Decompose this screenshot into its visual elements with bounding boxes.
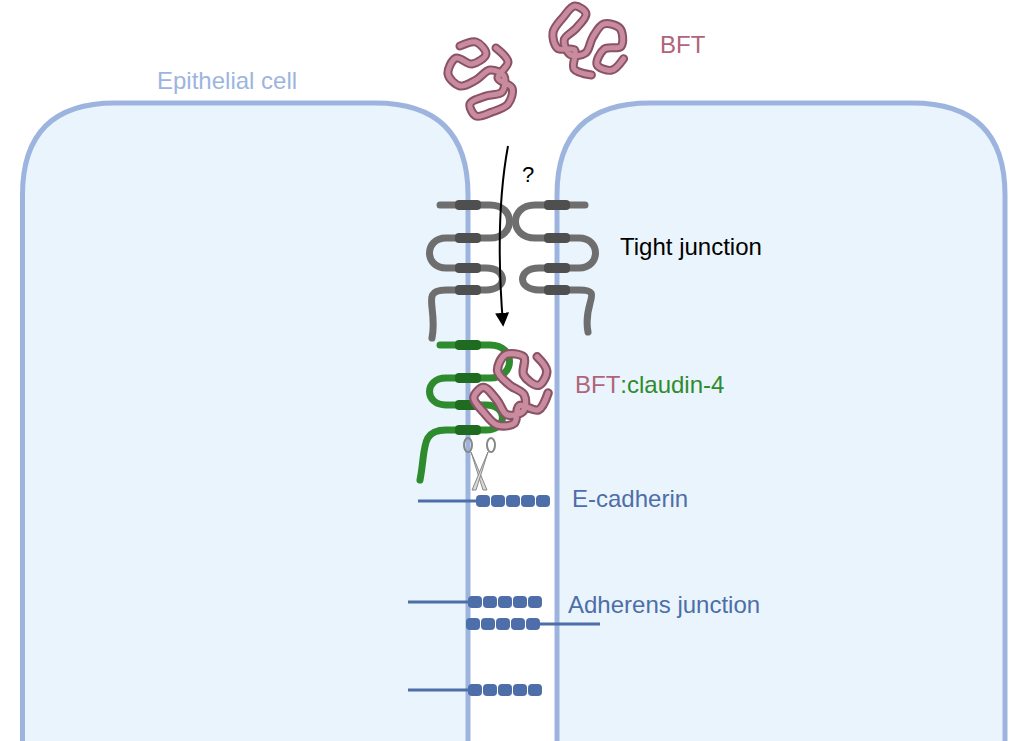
toxin-outline bbox=[448, 42, 513, 117]
transmembrane-segment bbox=[455, 263, 481, 273]
protein-chain bbox=[430, 205, 510, 338]
scissor-blade bbox=[471, 452, 487, 490]
transmembrane-segment bbox=[544, 285, 570, 295]
bft-toxin bbox=[543, 0, 636, 89]
toxin-outline bbox=[463, 343, 560, 434]
bft-toxin bbox=[448, 42, 513, 117]
protein-chain bbox=[516, 205, 596, 332]
transmembrane-segment bbox=[455, 233, 481, 243]
cadherin-domain bbox=[483, 684, 497, 696]
cadherin-domain bbox=[491, 495, 505, 507]
cadherin-tail bbox=[418, 500, 476, 503]
cadherin-domain bbox=[483, 596, 497, 608]
cadherin-domain bbox=[536, 495, 550, 507]
transmembrane-segment bbox=[455, 340, 481, 350]
tight-junction-protein bbox=[430, 200, 510, 338]
e-cadherin-protein bbox=[466, 618, 600, 630]
cadherin-domain bbox=[506, 495, 520, 507]
cadherin-domain bbox=[513, 684, 527, 696]
question-mark: ? bbox=[522, 164, 534, 186]
tight-junction-protein bbox=[516, 200, 596, 332]
transmembrane-segment bbox=[455, 425, 481, 435]
scissor-handle bbox=[487, 438, 495, 452]
epithelial-cell-outline bbox=[557, 103, 1005, 741]
toxin-fill bbox=[448, 42, 513, 117]
toxin-outline bbox=[543, 0, 636, 89]
cadherin-domain bbox=[496, 618, 510, 630]
e-cadherin-protein bbox=[408, 596, 542, 608]
scissor-handle bbox=[464, 438, 472, 452]
cadherin-domain bbox=[513, 596, 527, 608]
cell-label: Epithelial cell bbox=[157, 69, 297, 93]
cadherin-domain bbox=[528, 684, 542, 696]
cadherin-tail bbox=[540, 623, 600, 626]
complex-toxin-label: BFT bbox=[575, 373, 620, 397]
transmembrane-segment bbox=[544, 263, 570, 273]
transmembrane-segment bbox=[544, 233, 570, 243]
e-cadherin-protein bbox=[408, 684, 542, 696]
cadherin-domain bbox=[521, 495, 535, 507]
e-cadherin-label: E-cadherin bbox=[572, 487, 688, 511]
cadherin-domain bbox=[528, 596, 542, 608]
entry-arrow bbox=[500, 146, 508, 324]
transmembrane-segment bbox=[455, 200, 481, 210]
toxin-label: BFT bbox=[660, 33, 705, 57]
cell-node: Epithelial cell bbox=[20, 100, 472, 741]
cell-shape bbox=[20, 100, 472, 741]
toxin-fill bbox=[463, 343, 560, 434]
transmembrane-segment bbox=[544, 200, 570, 210]
claudin-4-label: :claudin-4 bbox=[620, 373, 724, 397]
bft-toxin bbox=[463, 343, 560, 434]
scissors-symbol bbox=[464, 438, 495, 490]
cadherin-domain bbox=[476, 495, 490, 507]
transmembrane-segment bbox=[455, 373, 481, 383]
cadherin-tail bbox=[408, 601, 468, 604]
scissor-blade bbox=[472, 452, 488, 490]
cadherin-domain bbox=[498, 684, 512, 696]
transmembrane-segment bbox=[455, 285, 481, 295]
epithelial-cell-outline bbox=[23, 103, 469, 741]
cadherin-domain bbox=[511, 618, 525, 630]
cadherin-domain bbox=[498, 596, 512, 608]
cadherin-domain bbox=[468, 596, 482, 608]
tight-junction-label: Tight junction bbox=[620, 235, 762, 259]
cadherin-domain bbox=[468, 684, 482, 696]
cadherin-domain bbox=[526, 618, 540, 630]
cadherin-tail bbox=[408, 689, 468, 692]
e-cadherin-protein bbox=[418, 495, 550, 507]
cadherin-domain bbox=[481, 618, 495, 630]
adherens-junction-label: Adherens junction bbox=[568, 593, 760, 617]
cadherin-domain bbox=[466, 618, 480, 630]
toxin-fill bbox=[543, 0, 636, 89]
